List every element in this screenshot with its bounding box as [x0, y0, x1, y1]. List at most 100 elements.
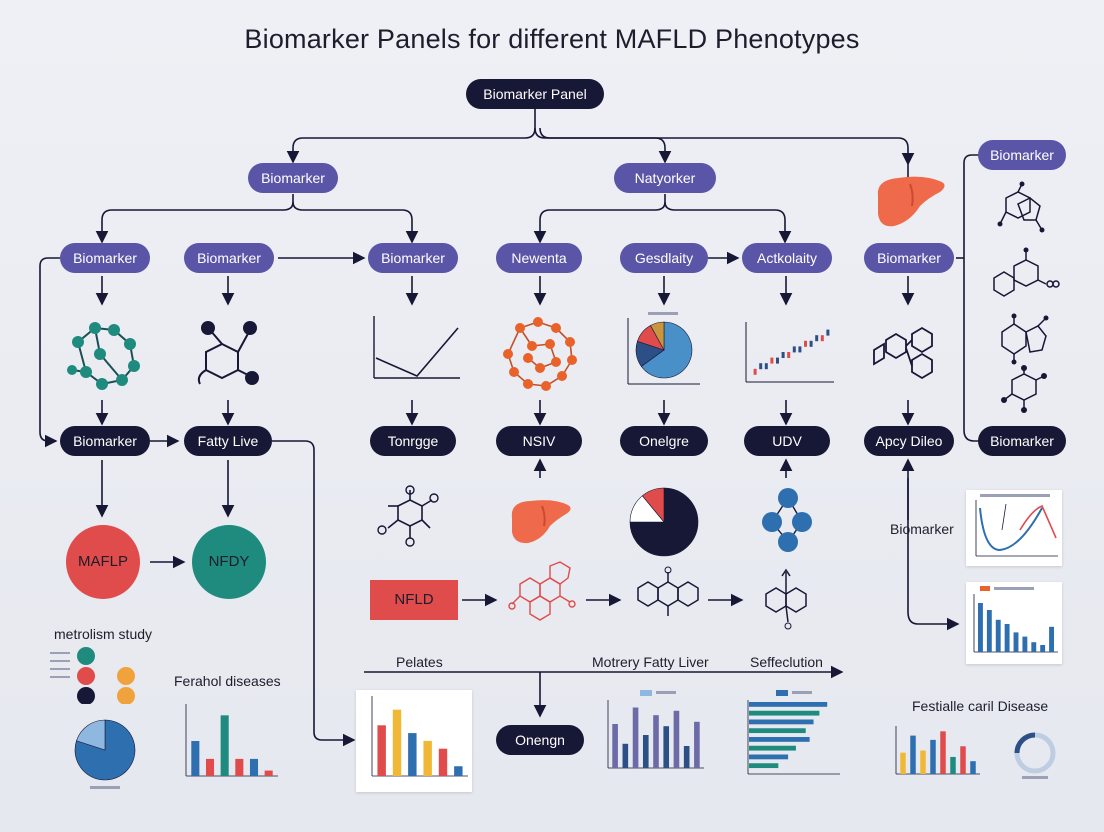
node-root[interactable]: Biomarker Panel [466, 79, 604, 109]
node-d3[interactable]: Tonrgge [370, 426, 456, 456]
scatter-point [815, 335, 819, 342]
scatter-point [764, 363, 768, 370]
motrery-bar-chart [607, 690, 704, 769]
page-title: Biomarker Panels for different MAFLD Phe… [244, 24, 860, 54]
hbar [749, 710, 820, 716]
bar [653, 715, 659, 768]
hbar [749, 719, 814, 725]
seffeclution-hbar-chart [747, 690, 840, 775]
hbar [749, 745, 796, 751]
node-d5[interactable]: Onelgre [620, 426, 708, 456]
node-r2[interactable]: Biomarker [184, 243, 274, 273]
curve-chart-card [966, 490, 1062, 566]
hbar [749, 754, 789, 760]
node-right-top[interactable]: Biomarker [978, 140, 1066, 170]
pie-slice [650, 321, 665, 351]
bar [920, 750, 926, 774]
bar [264, 770, 273, 776]
hbar [749, 728, 806, 734]
node-d7[interactable]: Apcy Dileo [864, 426, 954, 456]
blue-atoms-icon [762, 488, 812, 552]
right-bar-chart [973, 586, 1058, 653]
bar [950, 756, 956, 774]
seffeclution-label: Seffeclution [750, 654, 823, 670]
big-pie-slices [629, 487, 699, 557]
scatter-point [781, 352, 785, 358]
node-r5[interactable]: Gesdlaity [620, 243, 708, 273]
bar [960, 746, 966, 774]
node-d8[interactable]: Biomarker [978, 426, 1066, 456]
bar [986, 610, 992, 652]
pelates-bar-chart [371, 696, 468, 777]
node-onengn[interactable]: Onengn [496, 725, 584, 755]
bar [1022, 636, 1028, 652]
node-r7[interactable]: Biomarker [864, 243, 954, 273]
scatter-point [820, 335, 824, 342]
node-r1[interactable]: Biomarker [60, 243, 150, 273]
right-card-bars [978, 603, 1054, 652]
ferahol-bars [191, 715, 273, 776]
benzene-ring-icon [873, 326, 933, 380]
bar [408, 733, 417, 776]
scatter-point [770, 357, 774, 364]
node-d2[interactable]: Fatty Live [184, 426, 272, 456]
bar [1049, 626, 1054, 652]
small-pie-chart [627, 312, 700, 385]
pelates-chart-card [356, 690, 472, 792]
pie-slice [641, 487, 665, 523]
ring-chart [1014, 732, 1056, 779]
node-d6[interactable]: UDV [744, 426, 830, 456]
pelates-label: Pelates [396, 654, 443, 670]
scatter-point [804, 340, 807, 347]
metrolism-legend [50, 647, 135, 704]
bar [1040, 645, 1046, 652]
structure-icon-1 [377, 485, 439, 547]
curve-chart [975, 494, 1058, 557]
bar [1004, 624, 1010, 652]
bar [454, 766, 463, 776]
bar [191, 741, 200, 776]
bar [663, 726, 670, 768]
motrery-label: Motrery Fatty Liver [592, 654, 709, 670]
node-r4[interactable]: Newenta [496, 243, 582, 273]
red-structure-icon [508, 561, 576, 621]
bar [377, 725, 386, 776]
node-r3[interactable]: Biomarker [368, 243, 458, 273]
scatter-chart [745, 322, 834, 383]
bar [1013, 632, 1019, 652]
node-l1-left[interactable]: Biomarker [248, 163, 338, 193]
bar [673, 710, 680, 768]
node-d1[interactable]: Biomarker [60, 426, 150, 456]
bar [683, 746, 690, 768]
pie-slice [76, 719, 106, 751]
hbar [749, 763, 779, 769]
anthraquinone-structure-icon [637, 566, 699, 616]
node-l1-mid[interactable]: Natyorker [614, 163, 716, 193]
node-r6[interactable]: Actkolaity [742, 243, 832, 273]
bar [642, 735, 649, 768]
hexagon-molecule-icon [197, 321, 259, 385]
scatter-point [809, 340, 813, 347]
scatter-point [753, 368, 757, 375]
bar [900, 752, 906, 774]
bar [970, 761, 976, 774]
bar [940, 731, 946, 774]
bar [930, 739, 936, 774]
left-pie-slices [74, 719, 136, 781]
right-molecule-4-icon [1001, 365, 1047, 413]
right-molecule-2-icon [993, 247, 1060, 297]
pie-slice [640, 321, 693, 379]
line-chart-icon [373, 316, 460, 379]
big-pie-chart [629, 487, 699, 557]
node-d4[interactable]: NSIV [496, 426, 582, 456]
seffeclution-hbars [749, 702, 828, 769]
bar [612, 724, 618, 768]
bar-chart-card [966, 582, 1062, 664]
bar [249, 758, 259, 776]
scatter-point [787, 352, 791, 358]
bar [205, 758, 215, 776]
scatter-point [798, 346, 802, 353]
liver-icon-small [511, 500, 571, 544]
side-label: Biomarker [890, 521, 954, 537]
